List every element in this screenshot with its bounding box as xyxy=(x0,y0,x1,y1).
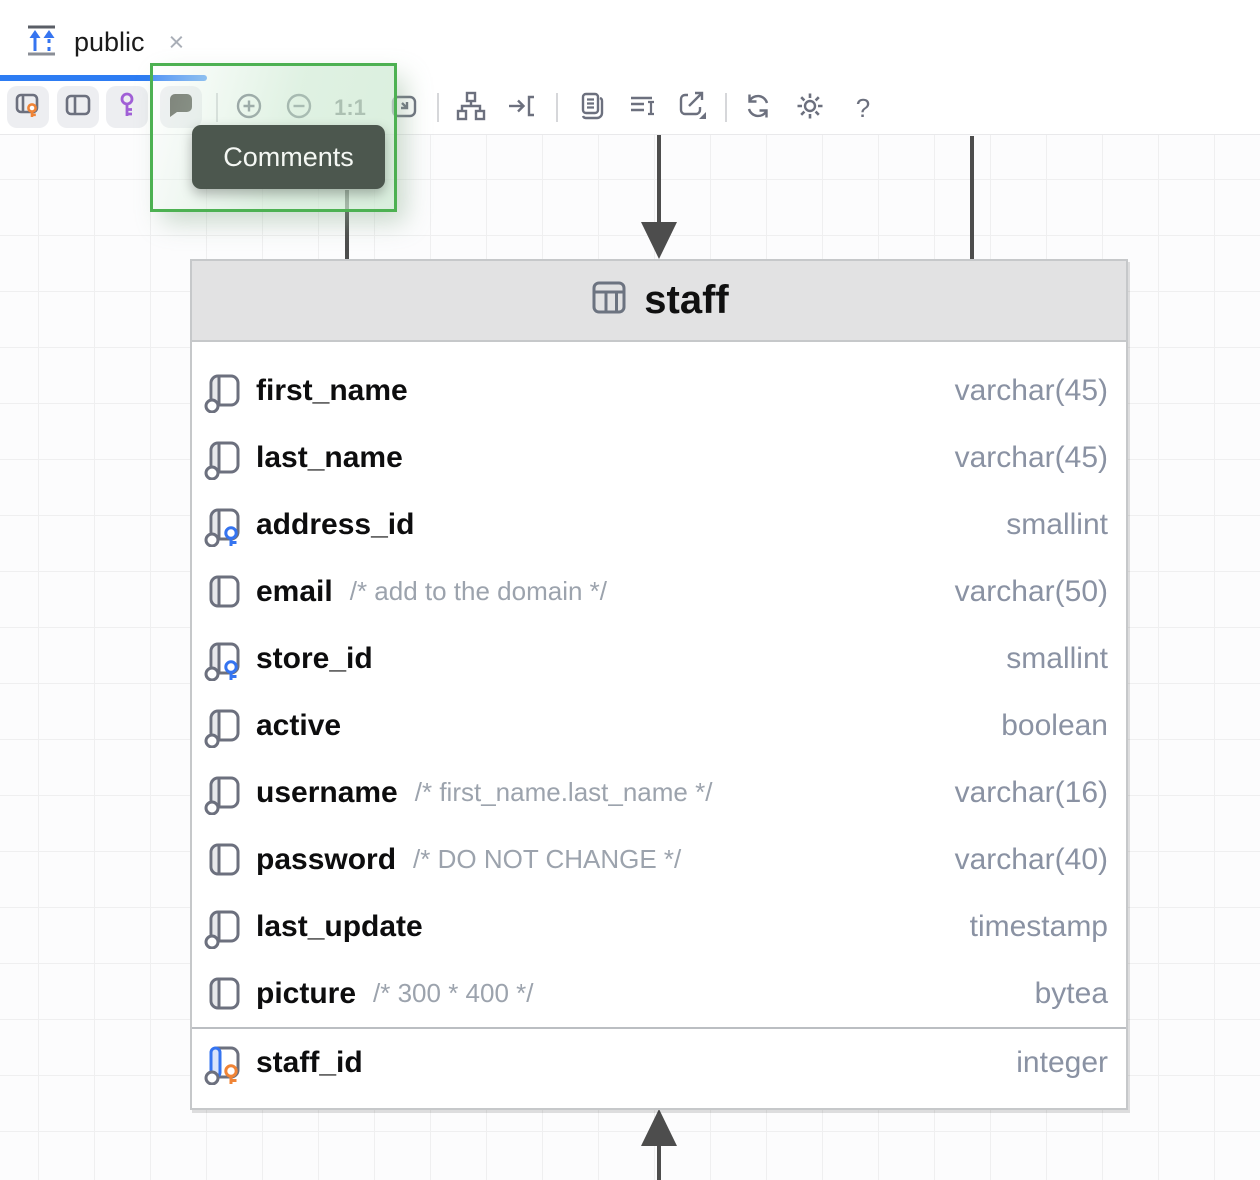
tab-label: public xyxy=(74,26,145,57)
column-comment: /* DO NOT CHANGE */ xyxy=(413,844,682,874)
table-row[interactable]: store_id smallint xyxy=(192,625,1126,692)
column-notnull-icon xyxy=(204,905,244,949)
progress-bar xyxy=(0,75,207,81)
column-name: email xyxy=(256,574,333,608)
column-type: boolean xyxy=(1001,708,1108,742)
connector-line-top xyxy=(657,135,661,225)
toolbar-separator xyxy=(556,93,558,122)
table-row[interactable]: staff_id integer xyxy=(192,1029,1126,1096)
column-name: password xyxy=(256,842,397,876)
table-row[interactable]: email /* add to the domain */ varchar(50… xyxy=(192,558,1126,625)
toolbar-separator xyxy=(437,93,439,122)
column-nullable-icon xyxy=(204,972,244,1016)
column-fk-icon xyxy=(204,503,244,547)
gear-icon xyxy=(794,90,826,127)
text-size-button[interactable] xyxy=(627,92,659,124)
close-icon[interactable]: × xyxy=(168,26,185,57)
column-name: address_id xyxy=(256,507,415,541)
column-name: picture xyxy=(256,976,357,1010)
table-row[interactable]: last_update timestamp xyxy=(192,893,1126,960)
connector-arrowhead-up xyxy=(641,1109,677,1146)
column-name: store_id xyxy=(256,641,373,675)
hierarchy-layout-icon xyxy=(455,90,487,127)
column-name: username xyxy=(256,775,398,809)
show-keys-button[interactable] xyxy=(106,86,148,128)
table-header[interactable]: staff xyxy=(192,261,1126,342)
table-row[interactable]: first_name varchar(45) xyxy=(192,357,1126,424)
column-type: varchar(50) xyxy=(954,574,1108,608)
column-type: smallint xyxy=(1006,641,1108,675)
table-row[interactable]: picture /* 300 * 400 */ bytea xyxy=(192,960,1126,1027)
column-notnull-icon xyxy=(204,436,244,480)
connector-line-left xyxy=(345,190,349,261)
tooltip-text: Comments xyxy=(223,141,354,172)
column-name: active xyxy=(256,708,342,742)
export-diagram-button[interactable] xyxy=(677,91,709,124)
column-type: varchar(16) xyxy=(954,775,1108,809)
tab-public[interactable]: public × xyxy=(24,20,184,64)
help-label: ? xyxy=(855,92,871,123)
columns-icon xyxy=(63,90,93,125)
text-size-icon xyxy=(627,90,659,127)
column-notnull-icon xyxy=(204,704,244,748)
column-type: smallint xyxy=(1006,507,1108,541)
column-notnull-icon xyxy=(204,369,244,413)
connector-line-right xyxy=(970,136,974,261)
copy-icon xyxy=(574,90,606,127)
help-button[interactable]: ? xyxy=(847,92,879,124)
column-comment: /* 300 * 400 */ xyxy=(373,978,534,1008)
column-notnull-icon xyxy=(204,771,244,815)
jump-to-icon xyxy=(506,90,538,127)
table-row[interactable]: active boolean xyxy=(192,692,1126,759)
column-type: integer xyxy=(1016,1045,1108,1079)
refresh-button[interactable] xyxy=(742,92,774,124)
settings-button[interactable] xyxy=(794,92,826,124)
column-nullable-icon xyxy=(204,570,244,614)
column-type: bytea xyxy=(1034,976,1108,1010)
connector-arrowhead-down xyxy=(641,222,677,259)
column-type: varchar(45) xyxy=(954,373,1108,407)
table-row[interactable]: password /* DO NOT CHANGE */ varchar(40) xyxy=(192,826,1126,893)
table-node-staff[interactable]: staff xyxy=(190,259,1128,1110)
table-row[interactable]: address_id smallint xyxy=(192,491,1126,558)
toolbar-separator xyxy=(725,93,727,122)
comments-tooltip: Comments xyxy=(192,125,385,189)
refresh-icon xyxy=(742,90,774,127)
column-name: last_update xyxy=(256,909,423,943)
column-name: last_name xyxy=(256,440,403,474)
table-row[interactable]: last_name varchar(45) xyxy=(192,424,1126,491)
column-type: timestamp xyxy=(969,909,1108,943)
show-key-columns-button[interactable] xyxy=(7,86,49,128)
connector-line-bottom xyxy=(657,1146,661,1180)
table-key-icon xyxy=(13,90,43,125)
table-icon xyxy=(589,279,629,322)
schema-diagram-icon xyxy=(24,23,60,62)
column-fk-icon xyxy=(204,637,244,681)
primary-key-separator xyxy=(192,1027,1126,1029)
column-pk-icon xyxy=(204,1041,244,1085)
layout-button[interactable] xyxy=(455,90,487,127)
key-icon xyxy=(112,90,142,125)
toolbar-bottom-border xyxy=(0,134,1260,135)
table-title: staff xyxy=(644,278,729,322)
column-name: staff_id xyxy=(256,1045,363,1079)
column-name: first_name xyxy=(256,373,408,407)
column-comment: /* first_name.last_name */ xyxy=(414,777,713,807)
copy-diagram-button[interactable] xyxy=(574,92,606,124)
export-icon xyxy=(676,89,710,128)
show-columns-button[interactable] xyxy=(57,86,99,128)
column-comment: /* add to the domain */ xyxy=(349,576,608,606)
jump-to-button[interactable] xyxy=(506,92,538,124)
column-nullable-icon xyxy=(204,838,244,882)
column-rows: first_name varchar(45) xyxy=(192,342,1126,1108)
column-type: varchar(40) xyxy=(954,842,1108,876)
column-type: varchar(45) xyxy=(954,440,1108,474)
table-row[interactable]: username /* first_name.last_name */ varc… xyxy=(192,759,1126,826)
